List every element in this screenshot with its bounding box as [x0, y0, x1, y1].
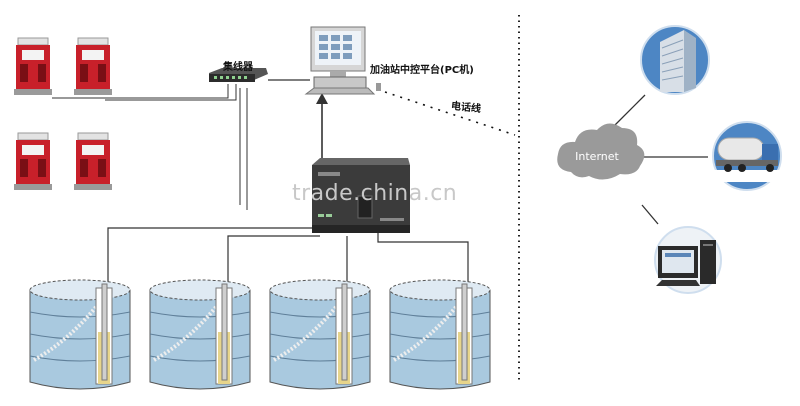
fuel-tank-icon	[29, 279, 131, 390]
tank-controller-icon	[312, 158, 410, 233]
fuel-tank-icon	[269, 279, 371, 390]
phone-line-label: 电话线	[450, 100, 482, 116]
fuel-pump-icon	[74, 37, 112, 95]
pc-workstation-icon	[304, 26, 381, 95]
fuel-pump-icon	[74, 132, 112, 190]
watermark-text: trade.china.cn	[292, 181, 458, 206]
client-computer-icon	[654, 226, 722, 294]
storage-tanks	[29, 279, 491, 390]
arrow-up-icon	[316, 93, 328, 158]
fuel-tank-icon	[389, 279, 491, 390]
hub-icon	[209, 68, 268, 82]
connection-lines	[52, 79, 708, 290]
cloud-icon	[557, 123, 645, 180]
tanker-truck-icon	[712, 121, 782, 191]
fuel-dispensers	[14, 37, 112, 190]
hub-label: 集线器	[223, 62, 253, 73]
fuel-tank-icon	[149, 279, 251, 390]
fuel-pump-icon	[14, 132, 52, 190]
fuel-pump-icon	[14, 37, 52, 95]
internet-label: Internet	[575, 150, 619, 163]
pc-platform-label: 加油站中控平台(PC机)	[370, 65, 474, 76]
office-building-icon	[640, 25, 710, 95]
